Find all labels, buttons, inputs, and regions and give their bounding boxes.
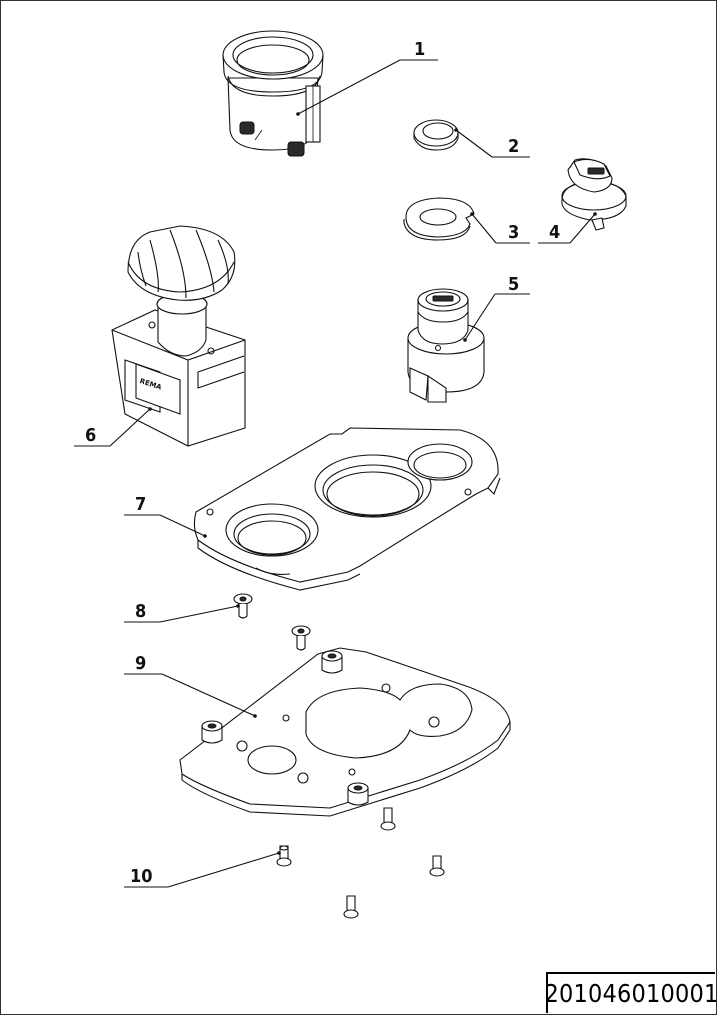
callout-10: 10: [124, 851, 281, 888]
part-9-mounting-plate: [179, 647, 511, 817]
callout-4: 4: [538, 212, 597, 244]
callout-2-number: 2: [508, 136, 519, 157]
callout-6-number: 6: [85, 425, 96, 446]
part-7-dash-panel: [193, 427, 501, 591]
callout-7-number: 7: [135, 494, 146, 515]
callout-8-number: 8: [135, 601, 146, 622]
callout-1-number: 1: [414, 39, 425, 60]
callout-3-number: 3: [508, 222, 519, 243]
callout-9-number: 9: [135, 653, 146, 674]
part-8-screws: [233, 593, 311, 651]
part-number: 201046010001: [544, 979, 717, 1008]
callout-5: 5: [463, 274, 530, 342]
part-number-box: 201046010001: [544, 972, 717, 1013]
callout-4-number: 4: [549, 222, 560, 243]
callout-1: 1: [296, 39, 438, 116]
callout-3: 3: [470, 212, 530, 244]
part-6-rotary-switch: [111, 225, 246, 447]
callout-10-number: 10: [130, 866, 153, 887]
part-4-key-cap: [561, 158, 627, 231]
callout-5-number: 5: [508, 274, 519, 295]
part-10-screws: [276, 807, 445, 919]
callout-2: 2: [454, 128, 530, 158]
callout-6: 6: [74, 407, 152, 447]
part-3-washer: [403, 197, 475, 241]
part-1-round-housing: [222, 30, 324, 157]
part-2-ring: [413, 119, 459, 151]
plate-standoffs: [201, 650, 369, 806]
callout-9: 9: [124, 653, 257, 718]
callout-7: 7: [124, 494, 207, 538]
callout-8: 8: [124, 601, 240, 623]
part-5-ignition-switch: [407, 288, 485, 403]
